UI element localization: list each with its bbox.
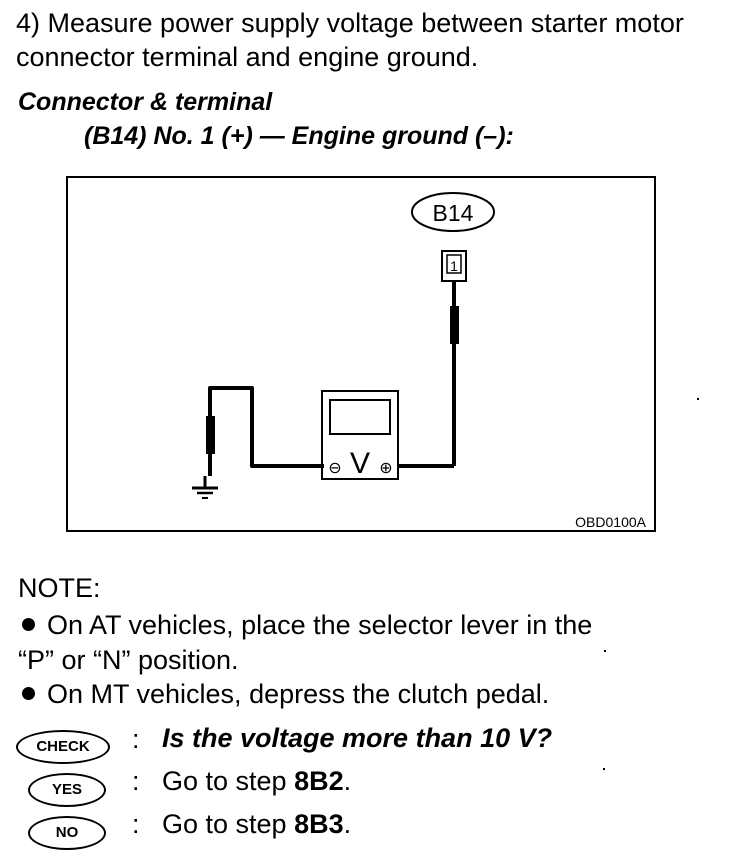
no-action-text: Go to step — [162, 809, 295, 839]
scan-speck — [697, 398, 699, 400]
plus-terminal: ⊕ — [379, 458, 392, 477]
scan-speck — [604, 650, 606, 652]
scan-speck — [603, 768, 605, 770]
no-badge: NO — [28, 816, 106, 850]
note-item-1-text: On AT vehicles, place the selector lever… — [47, 610, 593, 640]
check-question: Is the voltage more than 10 V? — [162, 723, 553, 753]
step-instruction: 4) Measure power supply voltage between … — [16, 8, 684, 72]
yes-badge: YES — [28, 773, 106, 807]
connector-label: B14 — [433, 200, 474, 226]
no-step: 8B3 — [294, 809, 344, 839]
connector-label-ellipse — [411, 192, 495, 232]
note-item-1: On AT vehicles, place the selector lever… — [18, 608, 592, 642]
terminal-number: 1 — [450, 258, 458, 274]
check-badge: CHECK — [16, 730, 110, 764]
note-item-2: On MT vehicles, depress the clutch pedal… — [18, 677, 549, 711]
wiring-diagram: B14 1 V ⊖ ⊕ OBD0100A — [66, 176, 656, 532]
note-title: NOTE: — [18, 573, 101, 603]
yes-action-text: Go to step — [162, 766, 295, 796]
figure-code: OBD0100A — [575, 514, 646, 530]
bullet-icon — [22, 618, 35, 632]
bullet-icon — [22, 687, 35, 701]
ground-probe — [206, 416, 215, 454]
no-end: . — [343, 809, 352, 839]
connector-subheading: (B14) No. 1 (+) — Engine ground (–): — [84, 122, 514, 150]
no-colon: : — [132, 809, 140, 839]
minus-terminal: ⊖ — [328, 458, 341, 477]
note-item-2-text: On MT vehicles, depress the clutch pedal… — [47, 679, 550, 709]
yes-step: 8B2 — [294, 766, 344, 796]
connector-heading: Connector & terminal — [18, 88, 273, 116]
terminal-inner — [446, 254, 462, 274]
no-action: Go to step 8B3. — [162, 809, 351, 840]
yes-colon: : — [132, 766, 140, 796]
voltmeter-display — [329, 399, 391, 435]
note-item-1-continued: “P” or “N” position. — [18, 645, 239, 675]
positive-probe — [450, 306, 459, 344]
check-colon: : — [132, 724, 140, 754]
yes-end: . — [343, 766, 352, 796]
yes-action: Go to step 8B2. — [162, 766, 351, 797]
voltmeter-symbol: V — [350, 447, 370, 480]
